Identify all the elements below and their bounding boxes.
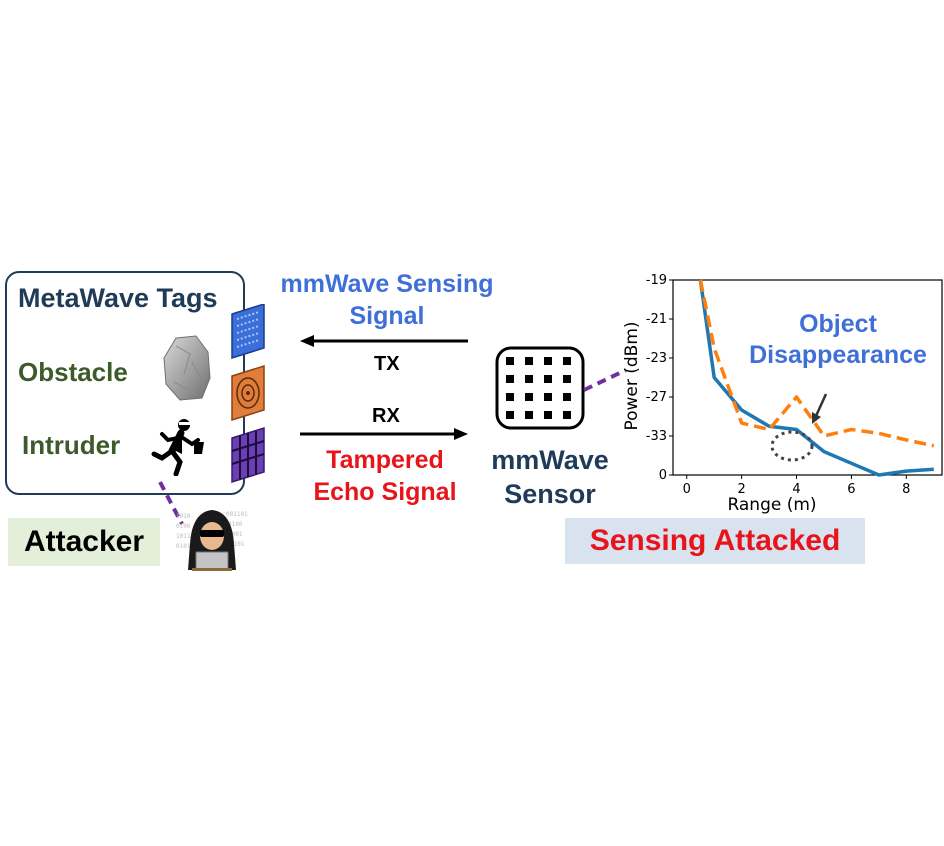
sensor-label-line1: mmWave — [491, 445, 609, 475]
obstacle-label: Obstacle — [18, 357, 128, 387]
mmwave-sensor-icon — [495, 346, 585, 430]
x-tick-label: 4 — [792, 482, 800, 497]
annotation-arrow — [814, 393, 828, 417]
sensing-signal-line2: Signal — [349, 302, 425, 330]
series-1-line — [698, 279, 934, 477]
annotation-arrowhead — [812, 412, 821, 424]
sensor-connector — [583, 368, 627, 392]
svg-text:001101: 001101 — [226, 511, 248, 518]
rock-icon — [163, 335, 211, 401]
y-tick-label: -27 — [646, 390, 667, 405]
x-tick-label: 8 — [902, 482, 910, 497]
tampered-line2: Echo Signal — [313, 478, 457, 506]
rx-label: RX — [372, 405, 400, 427]
sensing-signal-line1: mmWave Sensing — [280, 270, 494, 298]
tag-tile-orange-icon — [231, 364, 265, 422]
plot-frame — [672, 279, 943, 476]
x-tick-label: 6 — [847, 482, 855, 497]
tags-title: MetaWave Tags — [18, 283, 218, 313]
y-axis-label: Power (dBm) — [622, 321, 642, 430]
running-intruder-icon — [151, 419, 204, 476]
x-tick-label: 0 — [683, 482, 691, 497]
y-tick-label: 0 — [659, 468, 667, 483]
tag-tile-purple-icon — [231, 426, 265, 484]
x-axis-label: Range (m) — [727, 495, 816, 515]
sensing-attacked-badge: Sensing Attacked — [565, 518, 865, 564]
svg-text:0100: 0100 — [176, 523, 191, 530]
disappearance-circle — [770, 430, 814, 462]
sensor-label-line2: Sensor — [504, 479, 596, 509]
svg-text:0100: 0100 — [228, 521, 243, 528]
range-power-chart: 0 2 4 6 8 -19 -21 -23 -27 -33 0 Object Disappearan… — [622, 273, 943, 515]
tag-tile-blue-icon — [231, 304, 265, 360]
svg-text:1011: 1011 — [176, 533, 191, 540]
series-2-line — [698, 279, 935, 448]
intruder-label: Intruder — [22, 430, 121, 460]
tx-label: TX — [374, 353, 400, 375]
svg-text:1010: 1010 — [176, 513, 191, 520]
tx-arrow — [300, 335, 468, 347]
y-tick-label: -21 — [646, 312, 667, 327]
tampered-line1: Tampered — [326, 446, 444, 474]
rx-arrow — [300, 428, 468, 440]
y-tick-label: -23 — [646, 351, 667, 366]
svg-text:0101: 0101 — [176, 543, 191, 550]
annotation-line1: Object — [799, 310, 877, 338]
metawave-tag-tiles — [231, 304, 265, 484]
x-tick-label: 2 — [737, 482, 745, 497]
svg-text:1001: 1001 — [228, 531, 243, 538]
y-tick-label: -19 — [646, 273, 667, 288]
y-tick-label: -33 — [646, 429, 667, 444]
attacker-connector — [158, 481, 184, 525]
svg-text:0101: 0101 — [230, 541, 245, 548]
attacker-badge: Attacker — [8, 518, 160, 566]
annotation-line2: Disappearance — [749, 341, 927, 369]
hacker-icon: 1010 0100 1011 0101 001101 0100 1001 0101 — [176, 510, 248, 571]
